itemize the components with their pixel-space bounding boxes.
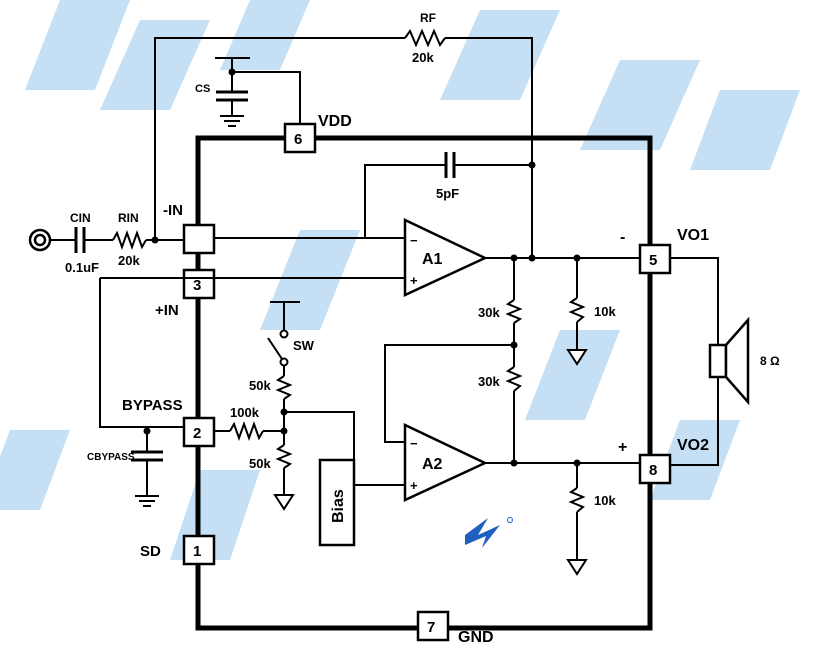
r100k-label: 100k — [230, 405, 260, 420]
r30k-a-label: 30k — [478, 305, 500, 320]
sw-label: SW — [293, 338, 315, 353]
pin-7-number: 7 — [427, 619, 435, 636]
cap-5pf-label: 5pF — [436, 186, 459, 201]
ground-icon-1 — [566, 349, 588, 366]
vo2-wire — [670, 377, 719, 466]
r50k-bot-resistor — [275, 444, 293, 469]
cs-label: CS — [195, 83, 210, 95]
r10k-a-label: 10k — [594, 304, 616, 319]
a2-minus: − — [410, 436, 418, 451]
pin-5-number: 5 — [649, 252, 657, 269]
speaker-icon — [708, 343, 728, 379]
vo1-label: VO1 — [677, 227, 709, 244]
bypass-link-wire — [99, 278, 184, 428]
a1-label: A1 — [422, 251, 443, 268]
bias-label: Bias — [330, 489, 347, 523]
rin-value: 20k — [118, 253, 140, 268]
cin-value: 0.1uF — [65, 260, 99, 275]
pin-2-number: 2 — [193, 425, 201, 442]
pin-6-number: 6 — [294, 131, 302, 148]
sw-contact-bot — [279, 357, 289, 367]
pos-in-label: +IN — [155, 302, 179, 319]
bias-feed-wire — [284, 411, 355, 460]
a2-plus: + — [410, 478, 418, 493]
a2-feedback-wire — [384, 344, 514, 443]
a2-out-dot-1 — [510, 459, 518, 467]
pin-8 — [638, 453, 672, 485]
ground-icon-2 — [566, 559, 588, 576]
r50k-top-resistor — [275, 375, 293, 400]
r50k-top-label: 50k — [249, 378, 271, 393]
vo2-plus-sign: + — [618, 439, 627, 456]
feedback-wire — [154, 37, 405, 238]
cap-5pf-left-wire — [364, 164, 446, 238]
a1-opamp — [403, 218, 488, 297]
sw-contact-top — [279, 329, 289, 339]
speaker-cone — [724, 316, 750, 406]
neg-in-label: -IN — [163, 202, 183, 219]
a1-out-dot-2 — [528, 254, 536, 262]
cin-label: CIN — [70, 211, 91, 225]
r50k-bot-label: 50k — [249, 456, 271, 471]
a1-plus: + — [410, 273, 418, 288]
rf-label: RF — [420, 11, 436, 25]
sw-switch[interactable] — [267, 337, 285, 363]
bypass-label: BYPASS — [122, 397, 183, 414]
pin-neg-in — [182, 223, 216, 255]
vo1-wire — [670, 257, 719, 345]
a2-opamp — [403, 423, 488, 502]
input-jack-icon — [28, 228, 52, 252]
gnd-label: GND — [458, 629, 494, 646]
a1-minus: − — [410, 233, 418, 248]
ground-icon-3 — [273, 494, 295, 511]
pin-1-number: 1 — [193, 543, 201, 560]
rf-value: 20k — [412, 50, 434, 65]
rf-right-wire — [445, 37, 533, 258]
r30k-a-resistor — [505, 299, 523, 324]
a2-label: A2 — [422, 456, 443, 473]
pin-5 — [638, 243, 672, 275]
r10k-b-resistor — [568, 487, 586, 513]
speaker-label: 8 Ω — [760, 354, 780, 368]
sd-label: SD — [140, 543, 161, 560]
vo1-minus-sign: - — [620, 229, 625, 246]
vdd-label: VDD — [318, 113, 352, 130]
brand-logo-icon — [465, 517, 513, 548]
input-jack-inner — [33, 233, 47, 247]
cbypass-label: CBYPASS — [87, 452, 135, 463]
pin-6 — [283, 122, 317, 154]
r30k-b-resistor — [505, 366, 523, 392]
pin-2 — [182, 416, 216, 448]
r100k-junction-dot — [280, 427, 288, 435]
r30k-b-label: 30k — [478, 374, 500, 389]
cap-5pf-junction-dot — [528, 161, 536, 169]
bias-block — [318, 458, 356, 547]
r100k-resistor — [229, 421, 264, 441]
vo2-label: VO2 — [677, 437, 709, 454]
pin-7 — [416, 610, 450, 642]
input-junction-dot — [151, 236, 159, 244]
rf-resistor — [404, 28, 446, 48]
rin-resistor — [112, 230, 147, 250]
watermark — [0, 0, 800, 560]
pin-3-number: 3 — [193, 277, 201, 294]
r10k-a-resistor — [568, 297, 586, 323]
pin-3 — [182, 268, 216, 300]
pin-1 — [182, 534, 216, 566]
cs-junction-dot — [228, 68, 236, 76]
rin-label: RIN — [118, 211, 139, 225]
r10k-b-label: 10k — [594, 493, 616, 508]
vdd-wire — [232, 71, 301, 124]
pin-8-number: 8 — [649, 462, 657, 479]
